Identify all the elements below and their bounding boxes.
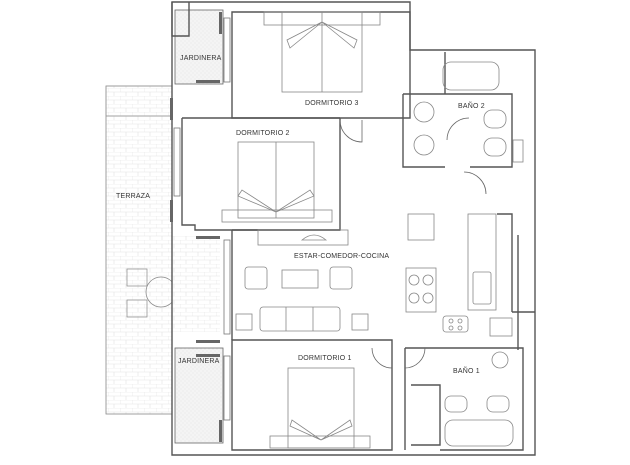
room-label-bano-2: BAÑO 2 — [458, 103, 485, 110]
jardinera-bottom-area — [174, 347, 224, 444]
room-label-bano-1: BAÑO 1 — [453, 368, 480, 375]
doors — [339, 117, 487, 369]
room-label-dormitorio-1: DORMITORIO 1 — [298, 355, 352, 362]
room-label-terraza: TERRAZA — [116, 193, 151, 200]
room-label-jardinera-bottom: JARDINERA — [178, 358, 220, 365]
room-label-jardinera-top: JARDINERA — [180, 55, 222, 62]
room-label-dormitorio-3: DORMITORIO 3 — [305, 100, 359, 107]
jardinera-top-area — [174, 9, 224, 85]
room-label-dormitorio-2: DORMITORIO 2 — [236, 130, 290, 137]
walls — [171, 1, 536, 456]
furniture — [221, 11, 524, 449]
windows — [170, 12, 222, 442]
room-label-estar-comedor-cocina: ESTAR-COMEDOR-COCINA — [294, 253, 390, 260]
